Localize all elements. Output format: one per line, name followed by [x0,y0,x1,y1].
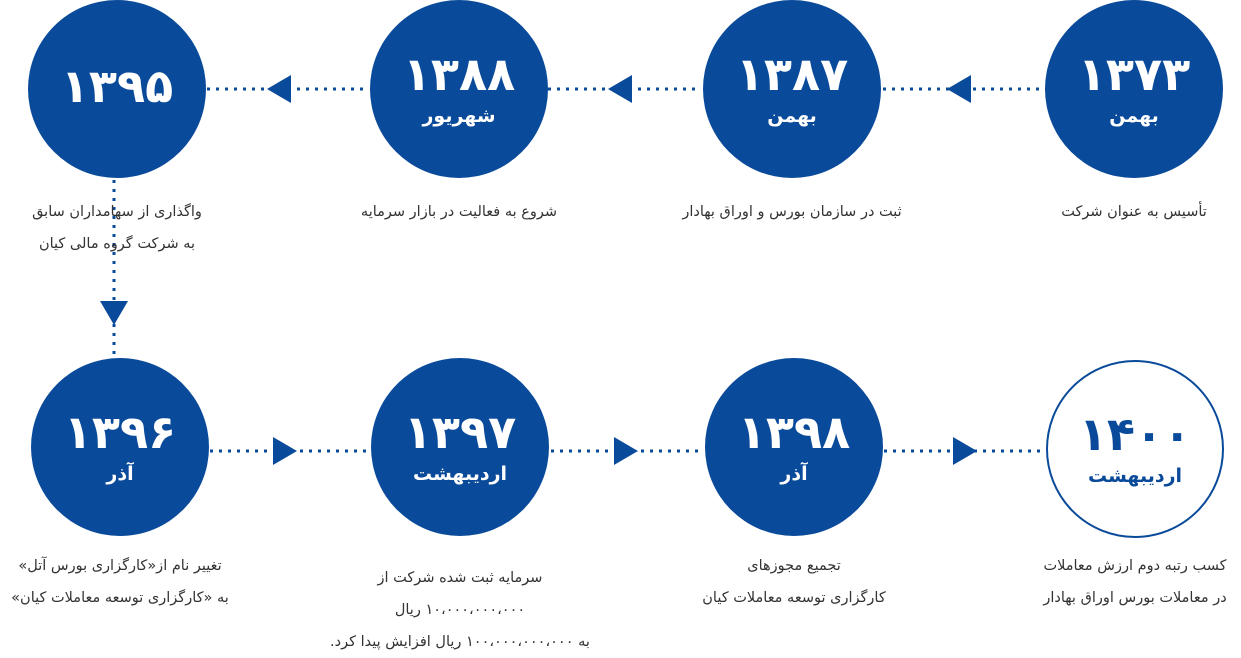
milestone-caption: سرمایه ثبت شده شرکت از ۱۰،۰۰۰،۰۰۰،۰۰۰ ریا… [320,562,600,658]
caption-line: به ۱۰۰،۰۰۰،۰۰۰،۰۰۰ ریال افزایش پیدا کرد. [330,634,590,650]
milestone-circle: ۱۳۹۵ [28,0,206,178]
milestone-month: آذر [106,463,134,485]
milestone-caption: واگذاری از سهامداران سابق به شرکت گروه ما… [0,196,257,260]
arrow-right-icon [273,437,297,465]
milestone-circle: ۱۴۰۰ اردیبهشت [1046,360,1224,538]
milestone-year: ۱۳۸۸ [402,47,516,101]
caption-line: به شرکت گروه مالی کیان [38,236,196,252]
milestone-month: بهمن [767,105,817,127]
caption-line: به «کارگزاری توسعه معاملات کیان» [11,590,229,606]
milestone-month: بهمن [1109,105,1159,127]
milestone-circle: ۱۳۹۶ آذر [31,358,209,536]
caption-line: واگذاری از سهامداران سابق [32,204,202,220]
milestone-circle: ۱۳۷۳ بهمن [1045,0,1223,178]
caption-line: ۱۰،۰۰۰،۰۰۰،۰۰۰ ریال [394,602,526,618]
caption-line: تغییر نام از«کارگزاری بورس آتل» [18,558,222,574]
arrow-right-icon [614,437,638,465]
milestone-month: اردیبهشت [412,463,508,485]
milestone-year: ۱۳۹۶ [63,405,177,459]
arrow-left-icon [267,75,291,103]
caption-line: کارگزاری توسعه معاملات کیان [702,590,886,606]
milestone-caption: تجمیع مجوزهای کارگزاری توسعه معاملات کیان [654,550,934,614]
milestone-circle: ۱۳۹۸ آذر [705,358,883,536]
milestone-circle: ۱۳۸۸ شهریور [370,0,548,178]
milestone-caption: تأسیس به عنوان شرکت [994,196,1241,228]
arrow-left-icon [947,75,971,103]
milestone-caption: شروع به فعالیت در بازار سرمایه [319,196,599,228]
milestone-year: ۱۳۷۳ [1077,47,1191,101]
arrow-right-icon [953,437,977,465]
milestone-year: ۱۳۹۷ [403,405,517,459]
milestone-year: ۱۳۹۸ [737,405,851,459]
caption-line: تأسیس به عنوان شرکت [1061,204,1207,220]
caption-line: شروع به فعالیت در بازار سرمایه [360,204,558,220]
milestone-month: آذر [780,463,808,485]
milestone-year: ۱۳۹۵ [60,59,174,113]
milestone-month: اردیبهشت [1087,465,1183,487]
caption-line: سرمایه ثبت شده شرکت از [377,570,543,586]
caption-line: در معاملات بورس اوراق بهادار [1043,590,1227,606]
milestone-caption: ثبت در سازمان بورس و اوراق بهادار [652,196,932,228]
milestone-year: ۱۳۸۷ [735,47,849,101]
caption-line: کسب رتبه دوم ارزش معاملات [1043,558,1227,574]
caption-line: ثبت در سازمان بورس و اوراق بهادار [682,204,902,220]
milestone-year: ۱۴۰۰ [1078,407,1192,461]
arrow-down-icon [100,301,128,325]
caption-line: تجمیع مجوزهای [747,558,841,574]
milestone-circle: ۱۳۸۷ بهمن [703,0,881,178]
milestone-circle: ۱۳۹۷ اردیبهشت [371,358,549,536]
milestone-month: شهریور [422,105,496,127]
milestone-caption: کسب رتبه دوم ارزش معاملات در معاملات بورس… [995,550,1241,614]
arrow-left-icon [608,75,632,103]
milestone-caption: تغییر نام از«کارگزاری بورس آتل» به «کارگز… [0,550,260,614]
